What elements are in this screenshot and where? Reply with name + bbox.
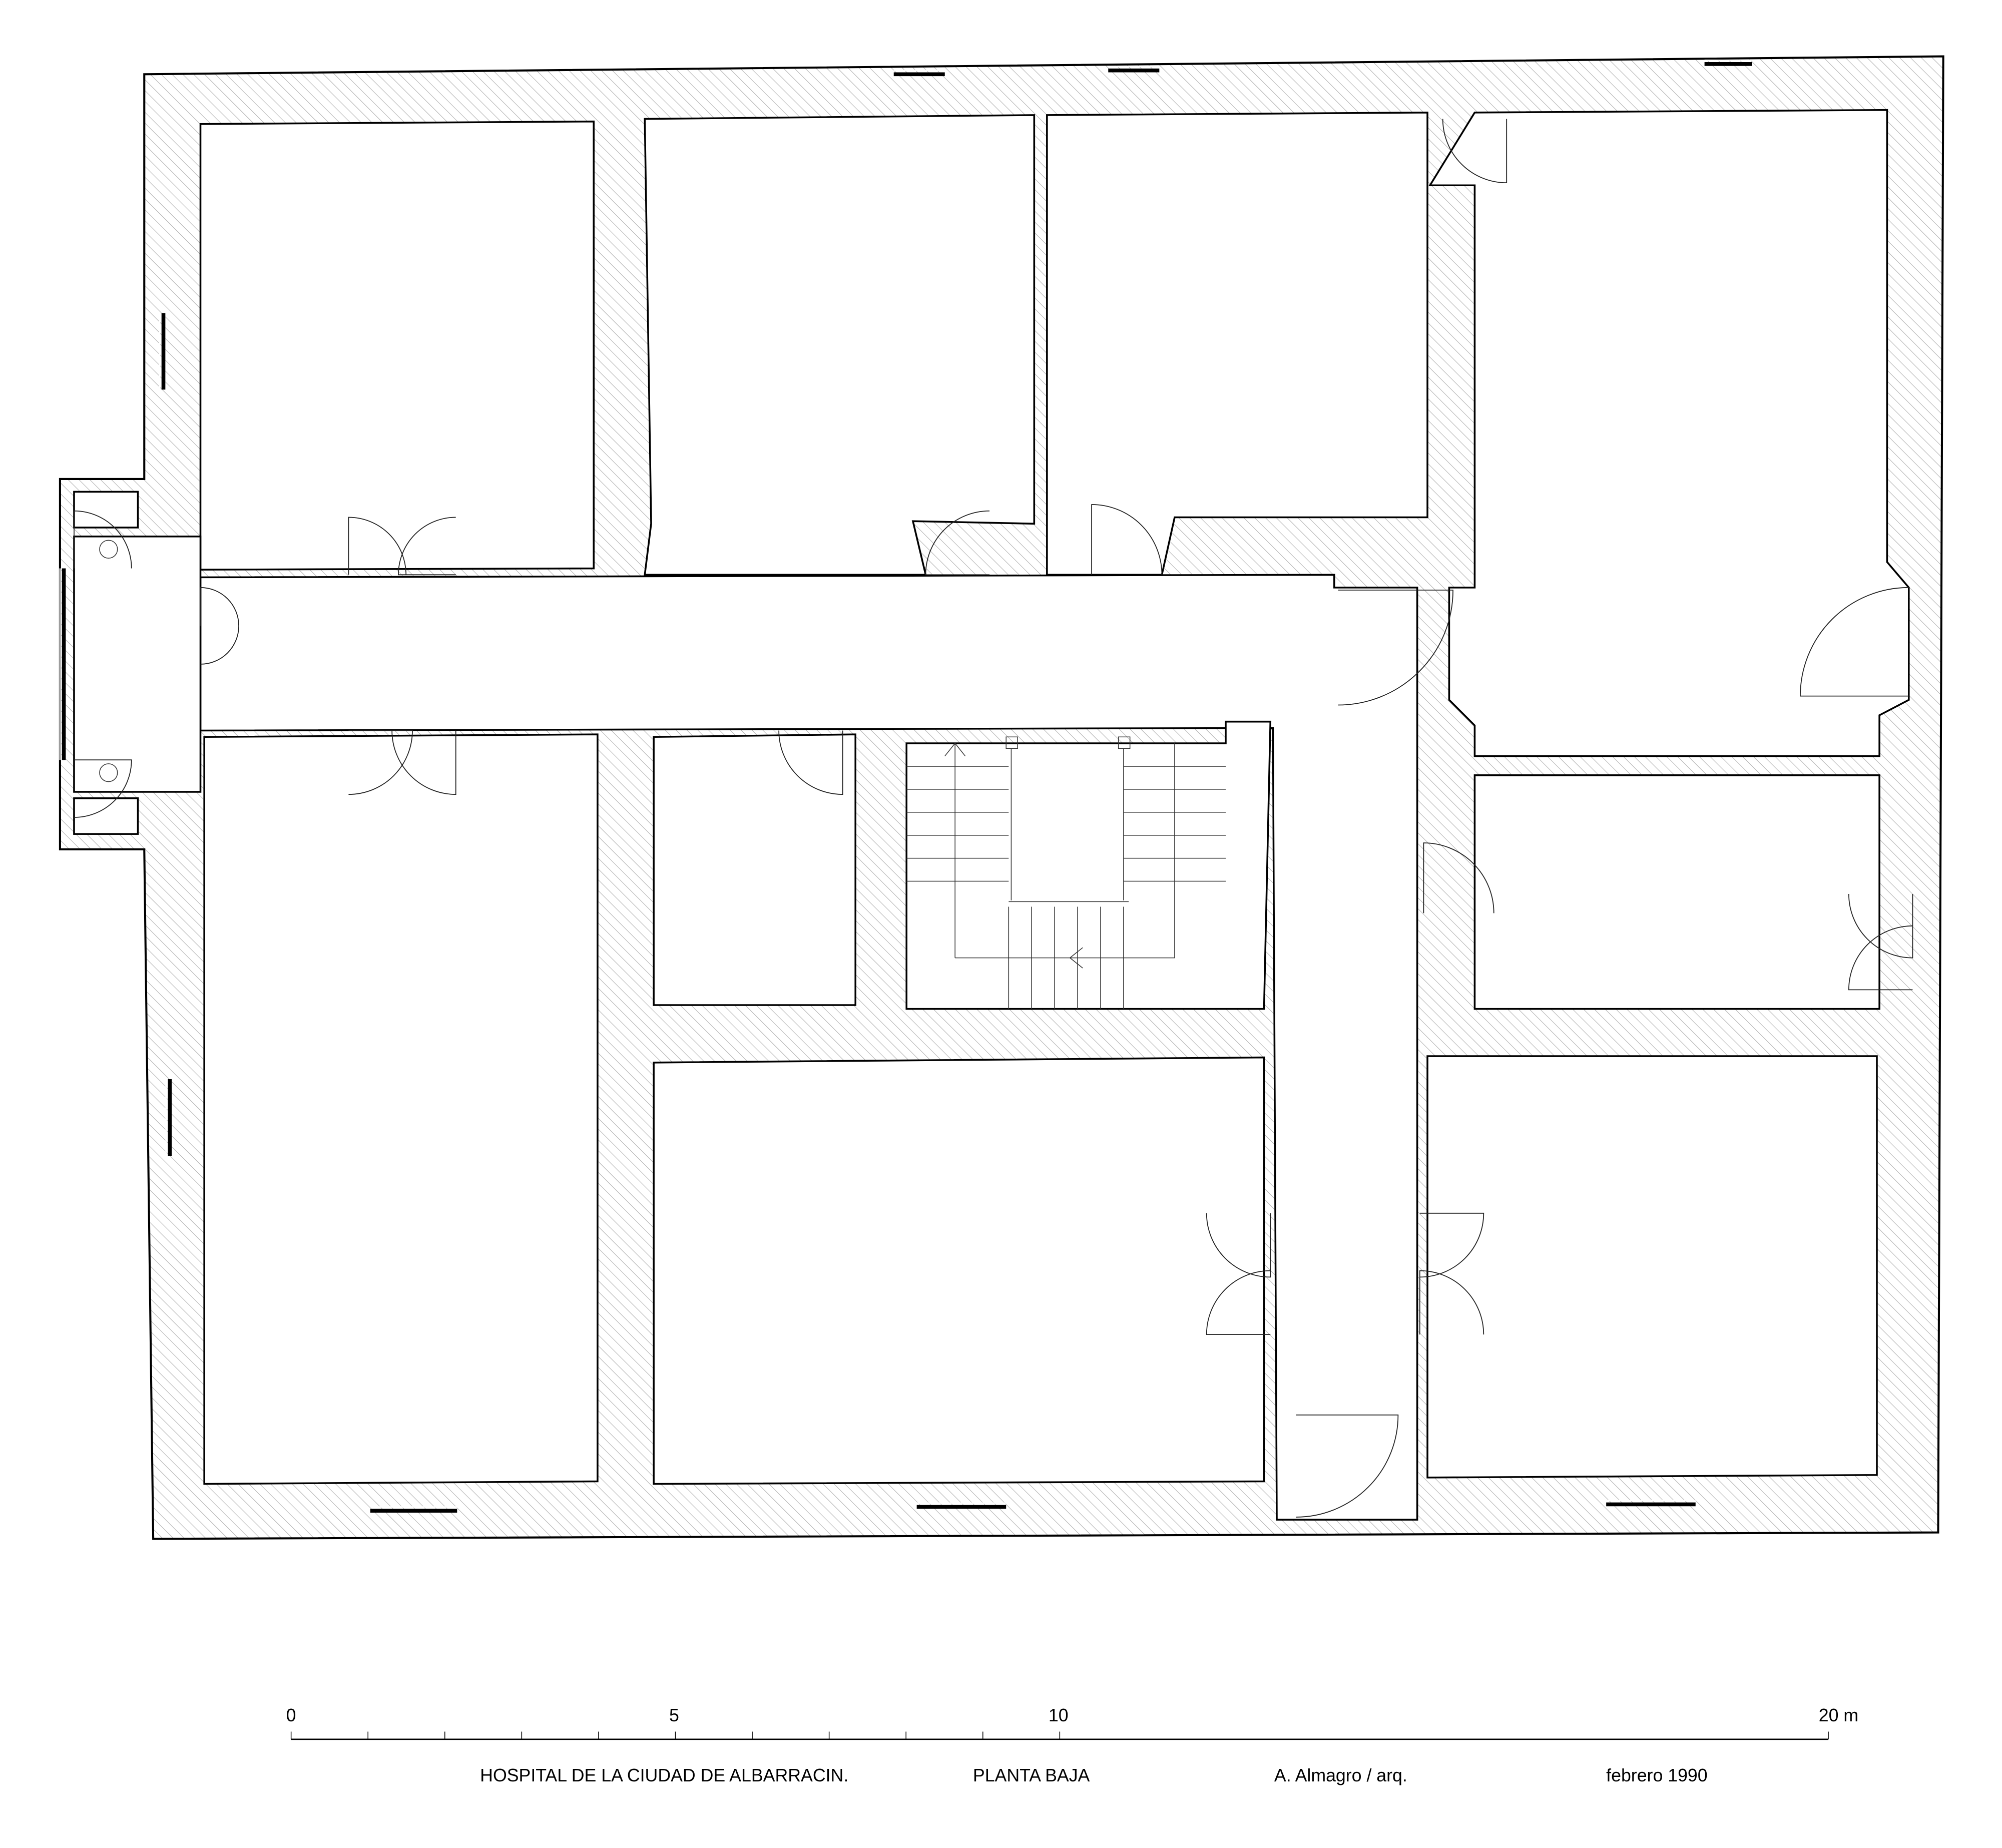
scale-label-0: 0 xyxy=(286,1705,296,1725)
rooms xyxy=(73,109,1910,1521)
room-top-center xyxy=(1046,112,1428,576)
porch-bay-top xyxy=(73,491,139,529)
date: febrero 1990 xyxy=(1606,1765,1707,1785)
room-lower-left xyxy=(203,733,599,1485)
title-block: HOSPITAL DE LA CIUDAD DE ALBARRACIN. PLA… xyxy=(480,1765,1707,1785)
window-icon xyxy=(893,70,945,77)
floor-name: PLANTA BAJA xyxy=(973,1765,1090,1785)
scale-label-10: 10 xyxy=(1049,1705,1069,1725)
window-icon xyxy=(370,1506,457,1513)
door-swing-icon xyxy=(1296,1414,1399,1518)
door-swing-icon xyxy=(398,517,456,576)
porch-bay-bottom xyxy=(73,797,139,835)
door-swing-icon xyxy=(74,510,132,569)
door-swing-icon xyxy=(200,587,239,665)
stairwell xyxy=(905,720,1272,1010)
drawing-title: HOSPITAL DE LA CIUDAD DE ALBARRACIN. xyxy=(480,1765,848,1785)
room-small xyxy=(653,733,856,1006)
scale-label-20: 20 m xyxy=(1819,1705,1858,1725)
door-swing-icon xyxy=(1848,894,1913,959)
window-icon xyxy=(1108,66,1160,73)
window-icon xyxy=(159,313,166,390)
door-swing-icon xyxy=(1423,842,1494,913)
author: A. Almagro / arq. xyxy=(1274,1765,1407,1785)
stair-direction-arrow-icon xyxy=(944,742,1175,969)
door-swing-icon xyxy=(348,517,407,575)
newel-post-icon xyxy=(1006,736,1018,749)
column-icon xyxy=(99,763,118,782)
door-swing-icon xyxy=(1091,504,1163,575)
doors xyxy=(74,119,1913,1518)
window-icon xyxy=(916,1502,1007,1509)
door-swing-icon xyxy=(74,759,132,818)
room-lower-right xyxy=(1426,1055,1878,1479)
scale-bar: 0 5 10 20 m xyxy=(286,1705,1858,1740)
window-icon xyxy=(59,568,66,760)
room-right-middle xyxy=(1473,774,1880,1010)
door-swing-icon xyxy=(348,730,413,795)
room-top-right xyxy=(1428,109,1910,757)
window-icon xyxy=(165,1079,172,1156)
scale-label-5: 5 xyxy=(669,1705,679,1725)
scale-ticks xyxy=(290,1731,1829,1739)
windows xyxy=(59,59,1752,1513)
door-swing-icon xyxy=(1800,587,1909,697)
stairs xyxy=(906,736,1226,1009)
door-swing-icon xyxy=(1419,1212,1484,1278)
corridor xyxy=(199,574,1418,1521)
door-swing-icon xyxy=(925,510,990,576)
door-swing-icon xyxy=(1419,1270,1484,1335)
room-lower-middle xyxy=(653,1056,1265,1485)
room-top-middle xyxy=(644,114,1036,576)
door-swing-icon xyxy=(1338,590,1453,706)
room-top-left xyxy=(199,120,595,571)
door-swing-icon xyxy=(1848,925,1913,991)
door-swing-icon xyxy=(778,730,843,795)
door-swing-icon xyxy=(391,730,456,795)
door-swing-icon xyxy=(1206,1270,1271,1335)
newel-post-icon xyxy=(1118,736,1131,749)
door-swing-icon xyxy=(1442,119,1508,184)
entrance-vestibule xyxy=(73,535,202,793)
door-swing-icon xyxy=(1206,1213,1271,1278)
column-icon xyxy=(99,540,118,559)
window-icon xyxy=(1606,1500,1696,1507)
window-icon xyxy=(1704,59,1752,66)
